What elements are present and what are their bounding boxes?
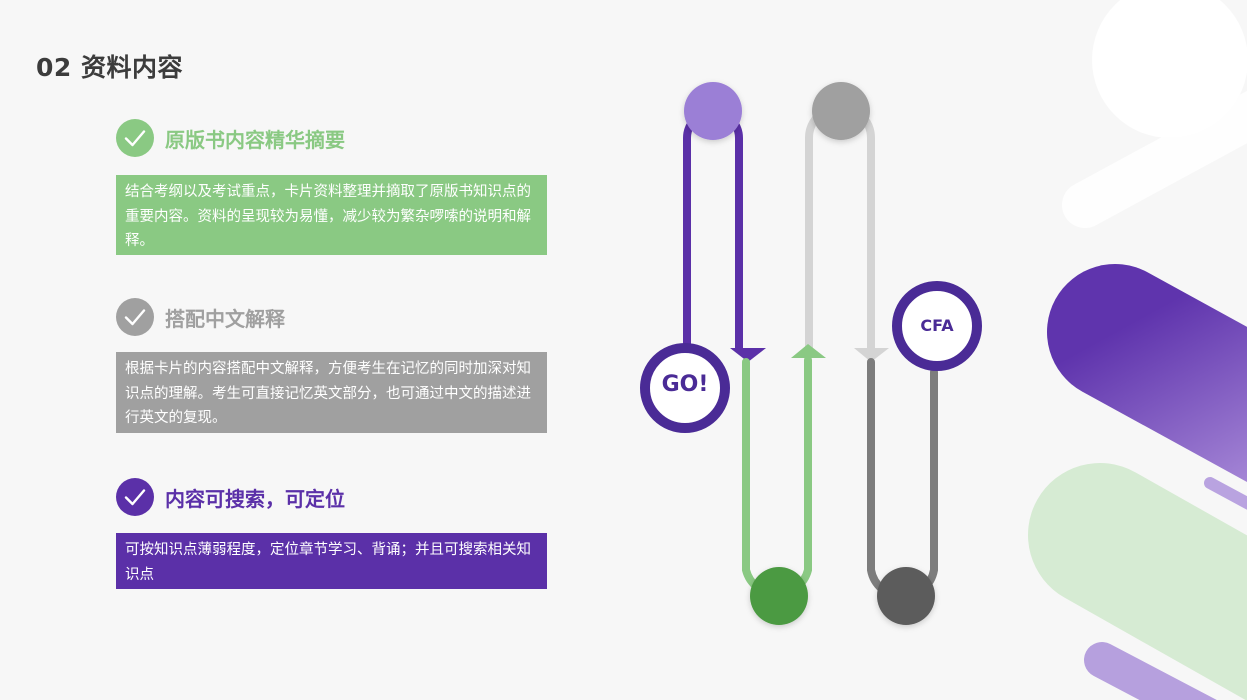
purple-node [684,82,742,140]
go-label: GO! [661,372,709,397]
checkmark-icon [116,478,154,516]
checkmark-icon [116,119,154,157]
grey-track [805,103,875,352]
feature-heading-3: 内容可搜索，可定位 [116,477,345,517]
checkmark-icon [116,298,154,336]
feature-description: 结合考纲以及考试重点，卡片资料整理并摘取了原版书知识点的重要内容。资料的呈现较为… [116,175,547,255]
dark-grey-track [867,358,938,601]
slide-title: 02 资料内容 [36,53,183,82]
feature-description: 根据卡片的内容搭配中文解释，方便考生在记忆的同时加深对知识点的理解。考生可直接记… [116,352,547,433]
feature-title: 搭配中文解释 [165,306,285,331]
cfa-label: CFA [920,316,954,335]
dark-grey-node [877,567,935,625]
grey-node [812,82,870,140]
arrow-down-icon [854,348,889,362]
feature-description: 可按知识点薄弱程度，定位章节学习、背诵；并且可搜索相关知识点 [116,533,547,589]
feature-title: 原版书内容精华摘要 [165,127,345,152]
feature-title: 内容可搜索，可定位 [165,486,345,511]
green-node [750,567,808,625]
arrow-up-icon [791,344,826,358]
go-badge [640,343,730,433]
purple-track [683,108,743,352]
cfa-badge [892,281,982,371]
feature-heading-1: 原版书内容精华摘要 [116,118,345,158]
green-track [742,356,812,599]
arrow-down-icon [730,348,766,362]
feature-heading-2: 搭配中文解释 [116,297,285,337]
